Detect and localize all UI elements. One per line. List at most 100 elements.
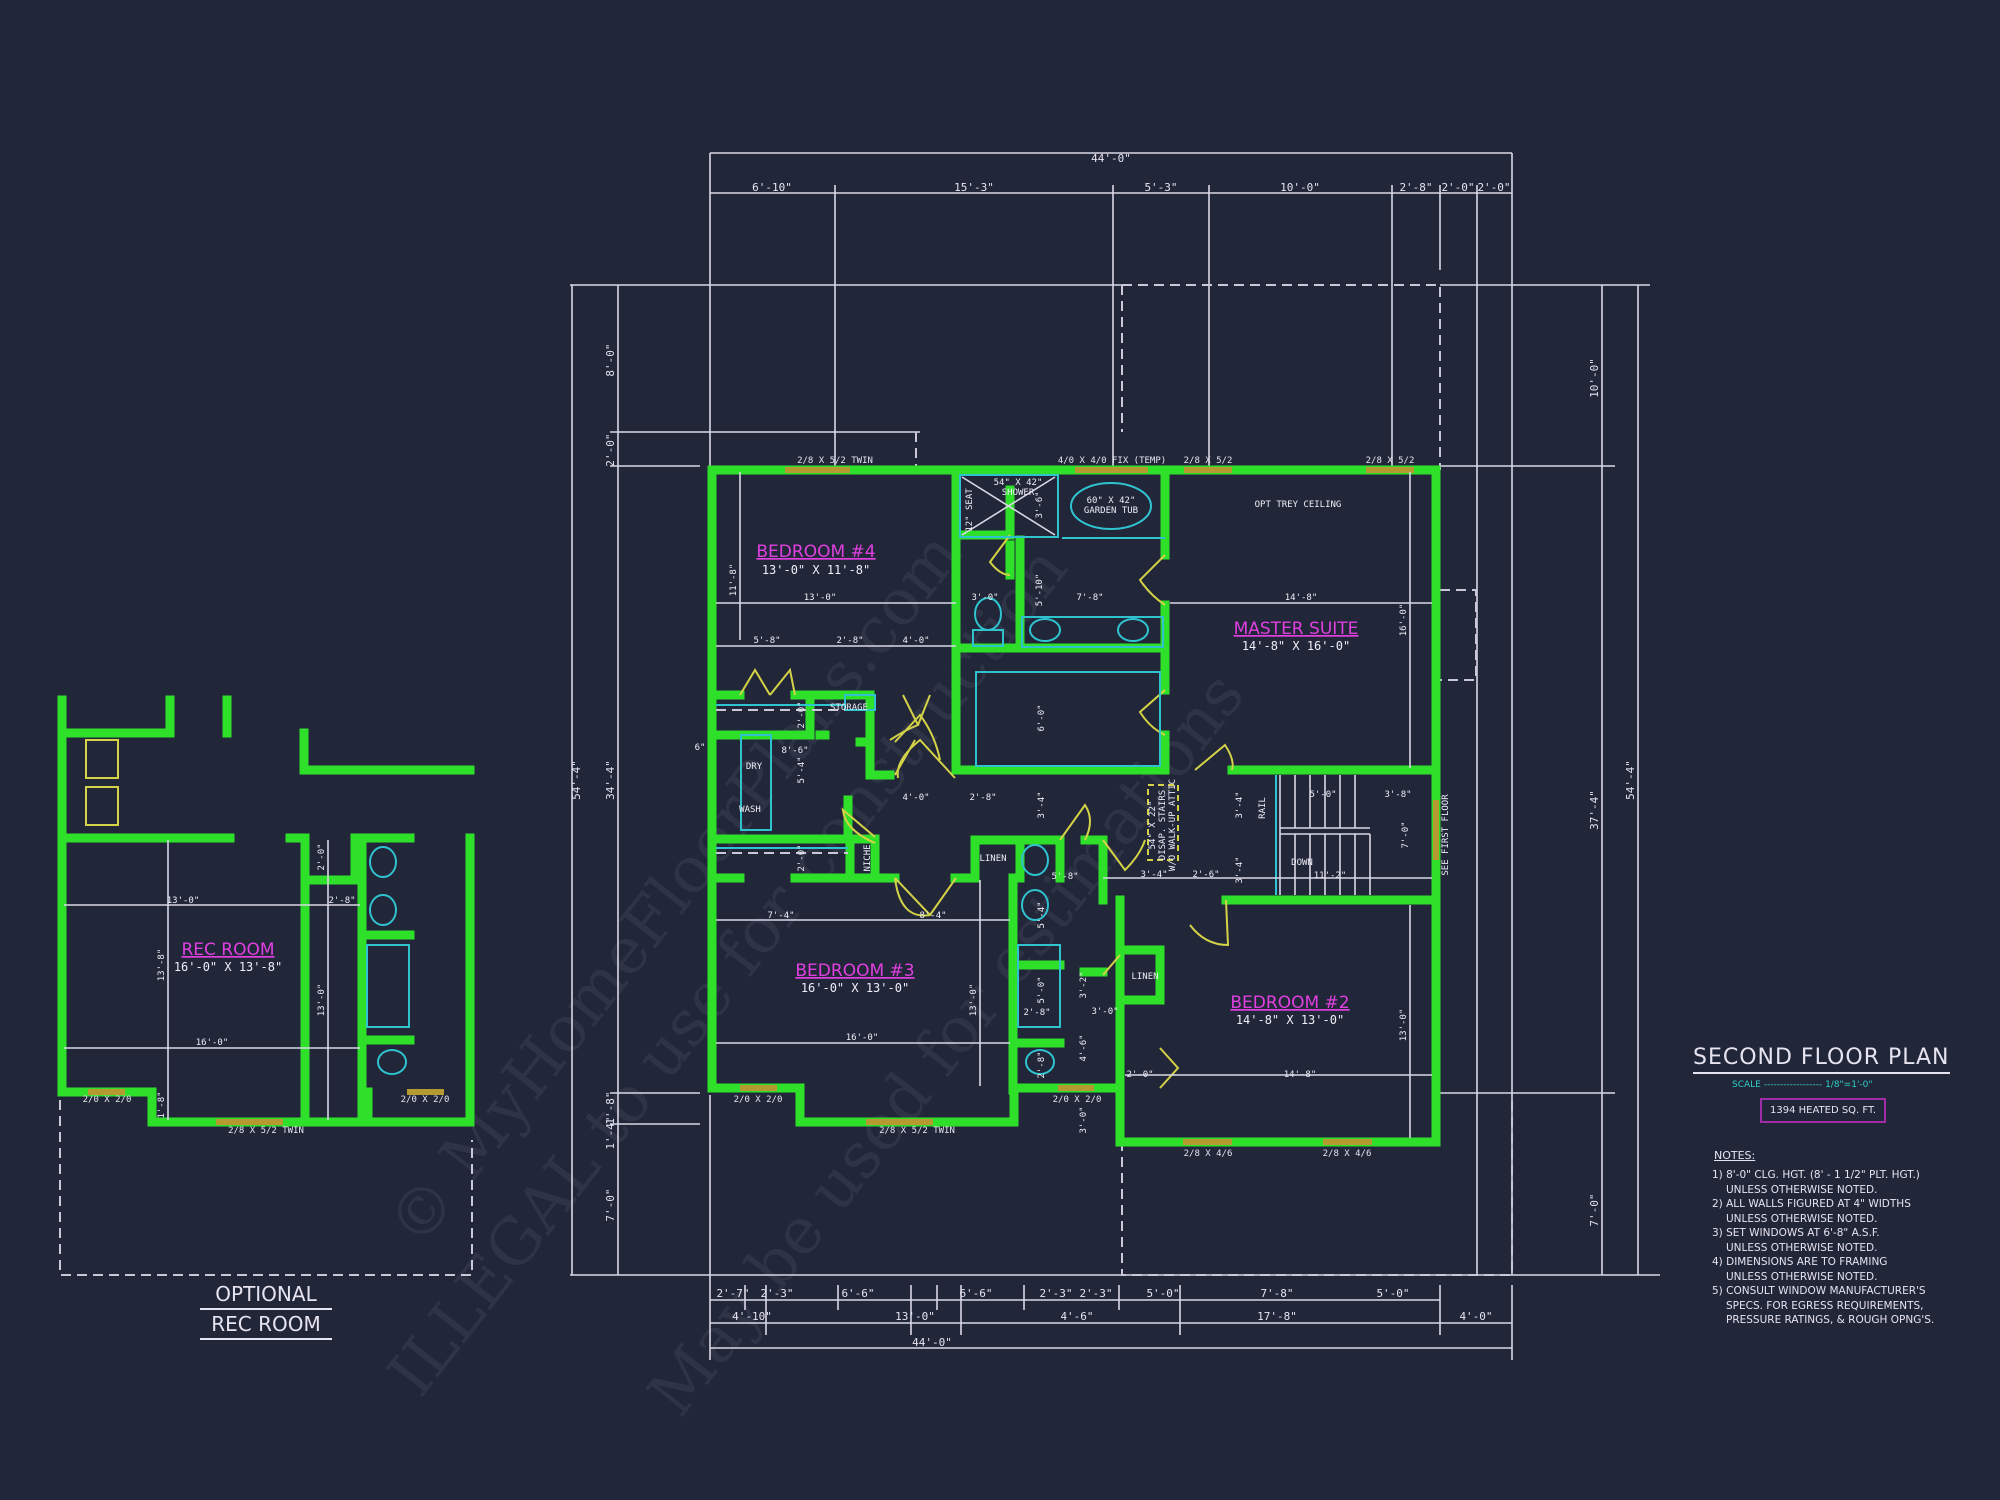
svg-text:DISAP. STAIRS: DISAP. STAIRS	[1158, 790, 1168, 860]
dashed-outlines	[59, 284, 1513, 1276]
svg-text:13'-8": 13'-8"	[157, 949, 167, 982]
svg-text:1'-8": 1'-8"	[604, 1091, 617, 1124]
svg-text:2'-8": 2'-8"	[328, 896, 355, 906]
drawing-title: SECOND FLOOR PLAN	[1693, 1045, 1950, 1074]
note-item: 3) SET WINDOWS AT 6'-8" A.S.F.UNLESS OTH…	[1712, 1227, 1880, 1254]
svg-text:2'-8": 2'-8"	[836, 636, 863, 646]
svg-text:16'-0": 16'-0"	[846, 1033, 879, 1043]
svg-text:2'-0": 2'-0"	[1477, 181, 1510, 194]
svg-text:2'-8": 2'-8"	[1023, 1008, 1050, 1018]
svg-text:4/0 X 4/0 FIX (TEMP): 4/0 X 4/0 FIX (TEMP)	[1058, 456, 1166, 466]
room-name-master-suite: MASTER SUITE	[1234, 619, 1359, 639]
notes-heading: NOTES:	[1714, 1149, 1756, 1162]
svg-text:8'-6": 8'-6"	[781, 746, 808, 756]
svg-text:6'-0": 6'-0"	[1037, 704, 1047, 731]
svg-text:DOWN: DOWN	[1291, 858, 1313, 868]
svg-text:10'-0": 10'-0"	[1588, 358, 1601, 398]
heated-area-badge: 1394 HEATED SQ. FT.	[1760, 1098, 1887, 1123]
svg-text:5'-8": 5'-8"	[753, 636, 780, 646]
svg-text:1'-4": 1'-4"	[604, 1116, 617, 1149]
svg-text:2'-8": 2'-8"	[969, 793, 996, 803]
svg-text:5'-10": 5'-10"	[1035, 574, 1045, 607]
svg-text:4'-6": 4'-6"	[1079, 1034, 1089, 1061]
svg-text:8'-4": 8'-4"	[919, 911, 946, 921]
svg-text:44'-0": 44'-0"	[1091, 152, 1131, 165]
svg-text:7'-0": 7'-0"	[1401, 821, 1411, 848]
svg-text:7'-8": 7'-8"	[1076, 593, 1103, 603]
room-name-rec-room: REC ROOM	[181, 940, 274, 960]
left-dimensions: 54'-4" 8'-0" 2'-0" 34'-4" 1'-8" 1'-4" 7'…	[570, 284, 1660, 1276]
rec-room-wing: 2/0 X 2/0 2/8 X 5/2 TWIN 2/0 X 2/0 13'-0…	[57, 695, 475, 1136]
svg-text:14'-8" X 16'-0": 14'-8" X 16'-0"	[1242, 639, 1350, 653]
svg-text:3'-0": 3'-0"	[1091, 1007, 1118, 1017]
svg-text:2'-6": 2'-6"	[1192, 870, 1219, 880]
optional-label-line1: OPTIONAL	[200, 1280, 332, 1310]
room-name-bedroom-4: BEDROOM #4	[756, 542, 875, 562]
svg-text:3'-4": 3'-4"	[1140, 870, 1167, 880]
svg-text:7'-8": 7'-8"	[1260, 1287, 1293, 1300]
svg-text:14'-8": 14'-8"	[1284, 1070, 1317, 1080]
svg-text:5'-0": 5'-0"	[1376, 1287, 1409, 1300]
doors	[739, 534, 1234, 1089]
svg-text:2'-8": 2'-8"	[1399, 181, 1432, 194]
note-item: 1) 8'-0" CLG. HGT. (8' - 1 1/2" PLT. HGT…	[1712, 1169, 1920, 1196]
svg-text:12" SEAT: 12" SEAT	[965, 488, 975, 532]
svg-text:11'-8": 11'-8"	[729, 564, 739, 597]
svg-text:13'-0": 13'-0"	[895, 1310, 935, 1323]
svg-text:2/0 X 2/0: 2/0 X 2/0	[83, 1095, 132, 1105]
svg-text:5'-3": 5'-3"	[1144, 181, 1177, 194]
svg-text:17'-8": 17'-8"	[1257, 1310, 1297, 1323]
svg-text:16'-0": 16'-0"	[196, 1038, 229, 1048]
svg-text:RAIL: RAIL	[1258, 797, 1268, 819]
svg-text:60" X 42": 60" X 42"	[1087, 496, 1136, 506]
svg-text:2'-0": 2'-0"	[1441, 181, 1474, 194]
svg-text:6'-10": 6'-10"	[752, 181, 792, 194]
svg-text:2/8 X 5/2: 2/8 X 5/2	[1184, 456, 1233, 466]
top-dimensions: 44'-0" 6'-10" 15'-3" 5'-3" 10'-0" 2'-8" …	[709, 152, 1513, 1275]
svg-text:DRY: DRY	[746, 762, 763, 772]
optional-label-line2: REC ROOM	[200, 1310, 332, 1340]
svg-text:5'-4": 5'-4"	[797, 756, 807, 783]
svg-text:3'-6": 3'-6"	[1035, 491, 1045, 518]
svg-text:2'-0": 2'-0"	[797, 701, 807, 728]
staircase	[1279, 775, 1371, 895]
room-name-bedroom-3: BEDROOM #3	[795, 961, 914, 981]
svg-text:2'-7": 2'-7"	[716, 1287, 749, 1300]
svg-text:15'-3": 15'-3"	[954, 181, 994, 194]
svg-text:3'-4": 3'-4"	[1037, 791, 1047, 818]
svg-text:54'-4": 54'-4"	[570, 760, 583, 800]
svg-text:2'-3": 2'-3"	[1079, 1287, 1112, 1300]
svg-text:7'-0": 7'-0"	[1588, 1193, 1601, 1226]
interior-dimension-lines	[716, 472, 1432, 1138]
svg-text:11'-2": 11'-2"	[1314, 871, 1347, 881]
svg-text:2/8 X 4/6: 2/8 X 4/6	[1184, 1149, 1233, 1159]
svg-text:2'-0": 2'-0"	[604, 433, 617, 466]
fixtures	[716, 474, 1277, 1075]
svg-text:3'-0": 3'-0"	[971, 593, 998, 603]
svg-text:2/0 X 2/0: 2/0 X 2/0	[734, 1095, 783, 1105]
svg-text:13'-0": 13'-0"	[167, 896, 200, 906]
svg-text:5'-8": 5'-8"	[1051, 872, 1078, 882]
svg-text:3'-4": 3'-4"	[1235, 791, 1245, 818]
svg-text:2'-8": 2'-8"	[1037, 1051, 1047, 1078]
svg-text:1'-8": 1'-8"	[157, 1091, 167, 1118]
svg-text:OPT TREY CEILING: OPT TREY CEILING	[1255, 500, 1342, 510]
svg-text:16'-0" X 13'-0": 16'-0" X 13'-0"	[801, 981, 909, 995]
svg-text:13'-0": 13'-0"	[1399, 1009, 1409, 1042]
scale-value: 1/8"=1'-0"	[1825, 1080, 1873, 1090]
svg-text:8'-0": 8'-0"	[604, 343, 617, 376]
svg-text:5'-4": 5'-4"	[1037, 901, 1047, 928]
svg-text:54'-4": 54'-4"	[1624, 760, 1637, 800]
svg-text:6'-6": 6'-6"	[841, 1287, 874, 1300]
svg-text:2'-0": 2'-0"	[317, 843, 327, 870]
svg-text:STORAGE: STORAGE	[830, 703, 868, 713]
svg-text:2'-3": 2'-3"	[1039, 1287, 1072, 1300]
svg-text:2/8 X 5/2 TWIN: 2/8 X 5/2 TWIN	[879, 1126, 955, 1136]
svg-text:NICHE: NICHE	[863, 844, 873, 871]
svg-text:6": 6"	[695, 743, 706, 753]
svg-text:54" X 42": 54" X 42"	[994, 478, 1043, 488]
svg-text:LINEN: LINEN	[1131, 972, 1158, 982]
